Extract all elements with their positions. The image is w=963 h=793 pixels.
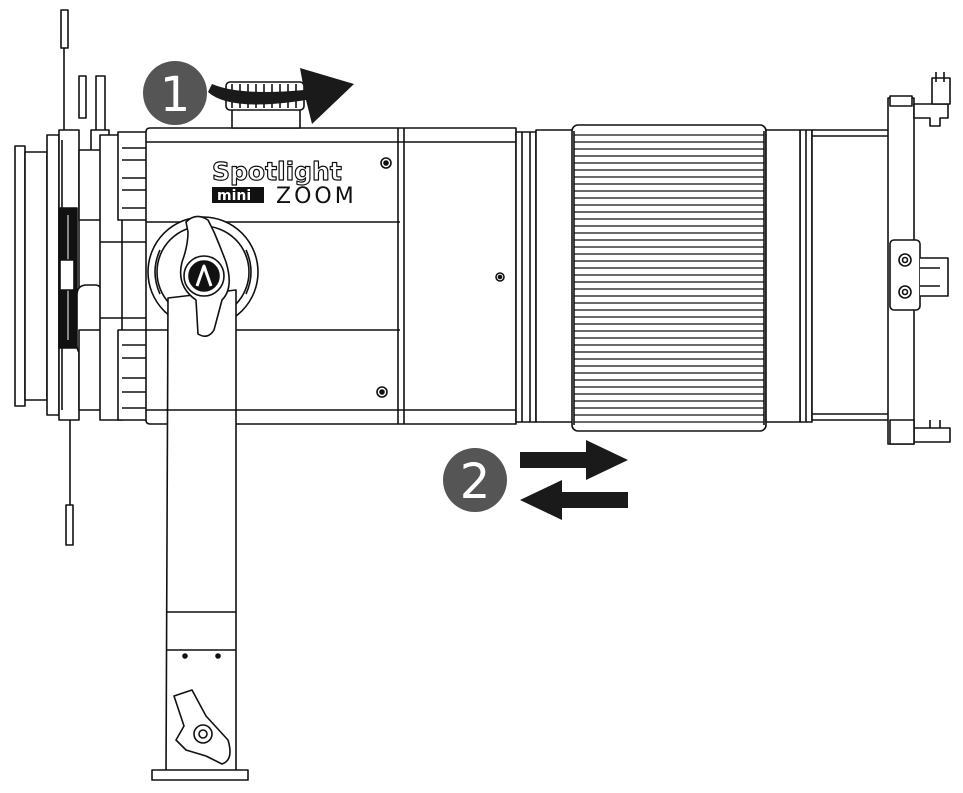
shutter-assembly bbox=[14, 9, 150, 546]
tilt-lock-knob bbox=[179, 215, 230, 338]
focus-knob bbox=[225, 81, 305, 129]
logo-badge-box bbox=[212, 187, 264, 203]
step-1-number: 1 bbox=[160, 67, 191, 123]
bottom-wing-knob bbox=[173, 689, 231, 765]
slide-back-arrow-icon bbox=[520, 480, 628, 520]
rotate-arrow-icon bbox=[208, 68, 354, 124]
logo-model: ZOOM bbox=[276, 184, 357, 209]
rear-fins bbox=[117, 131, 149, 421]
step-2-indicator: 2 bbox=[443, 440, 628, 520]
lens-barrel bbox=[515, 129, 813, 423]
step-1-indicator: 1 bbox=[143, 61, 354, 125]
slide-forward-arrow-icon bbox=[520, 440, 628, 480]
accessory-bracket bbox=[887, 72, 951, 445]
step-2-badge bbox=[443, 448, 507, 512]
step-2-number: 2 bbox=[460, 454, 491, 510]
product-logo: Spotlight mini ZOOM bbox=[211, 156, 357, 209]
front-barrel bbox=[765, 129, 891, 423]
logo-brand-line: Spotlight bbox=[212, 157, 342, 186]
zoom-ring bbox=[571, 124, 767, 432]
step-1-badge bbox=[143, 61, 207, 125]
logo-badge: mini bbox=[217, 188, 251, 204]
